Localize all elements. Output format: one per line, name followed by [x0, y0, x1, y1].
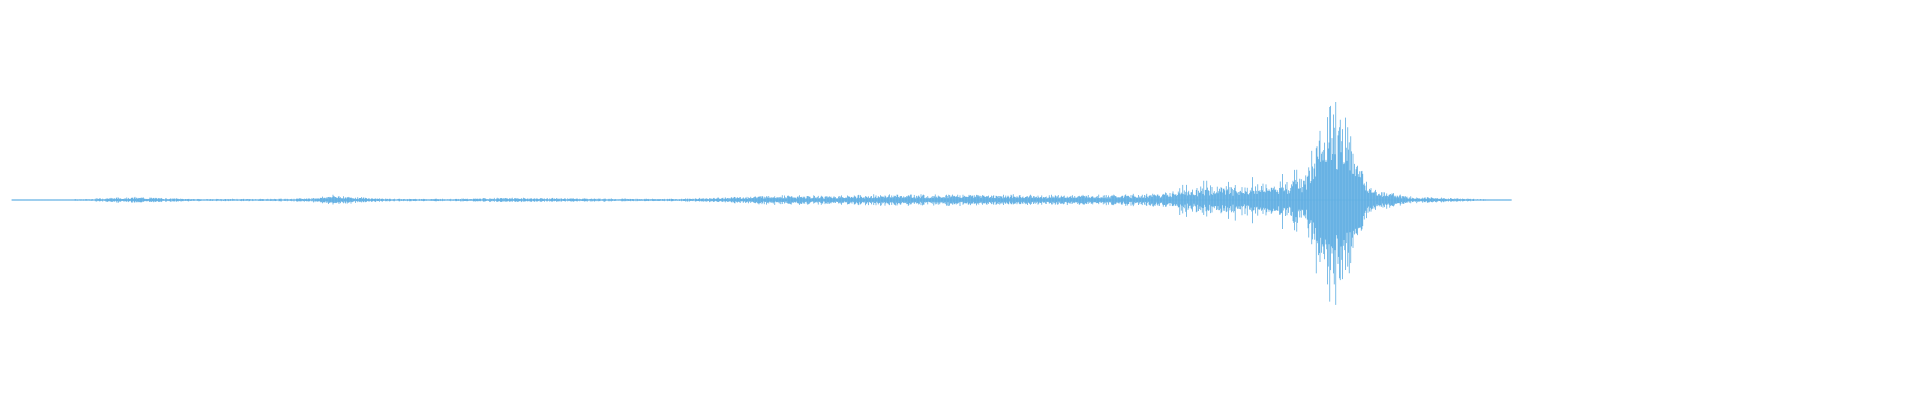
waveform-samples [11, 101, 1512, 305]
